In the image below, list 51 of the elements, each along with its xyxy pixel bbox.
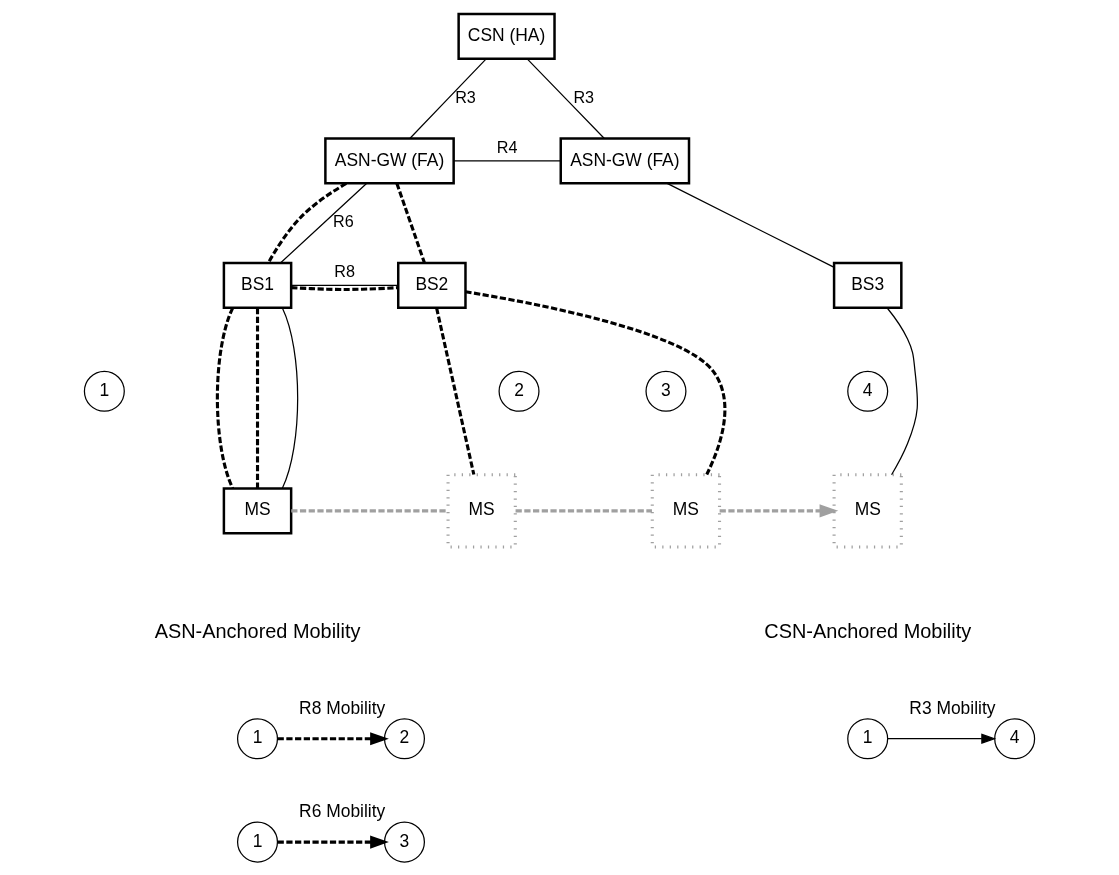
connector [266,181,348,264]
connector [280,182,368,263]
label: ASN-Anchored Mobility [154,619,361,642]
node-label: R6 Mobility [299,800,386,821]
connector [526,57,605,139]
node-box: CSN (HA) [457,12,556,60]
arrow [719,503,839,517]
arrow [277,835,389,849]
node-box: MS [832,472,903,548]
connector [290,284,399,286]
node-circle: 1 [847,717,889,759]
connector [465,289,727,475]
arrow [887,733,997,744]
connector [291,285,399,291]
node-circle: 1 [236,821,279,863]
connector [435,307,476,475]
edge-label: R4 [496,137,518,156]
connector [291,508,448,512]
node-box: ASN-GW (FA) [324,136,455,185]
node-box: BS1 [222,261,293,309]
node-box: MS [446,472,517,548]
edge-label: R3 [573,87,595,106]
node-box: BS3 [832,261,903,309]
connector [281,306,299,489]
label: CSN-Anchored Mobility [764,619,972,642]
connector [255,307,260,488]
node-circle: 1 [236,717,279,759]
node-box: MS [222,486,293,534]
node-box: ASN-GW (FA) [559,136,691,185]
node-label: R8 Mobility [299,697,386,718]
connector [515,508,652,512]
edge-label: R6 [333,211,354,230]
edge-label: R3 [455,87,476,106]
connector [409,57,487,139]
node-circle: 3 [645,370,687,412]
arrow [277,731,389,745]
connector [453,159,562,162]
node-box: BS2 [397,261,467,309]
node-box: MS [650,472,722,548]
connector [886,307,919,475]
node-circle: 1 [83,370,125,412]
node-circle: 3 [383,821,425,863]
connector [215,307,235,489]
edge-label: R8 [334,261,356,280]
connector [666,182,835,268]
node-circle: 2 [383,717,425,759]
connector [395,182,426,263]
node-circle: 2 [498,370,540,412]
node-circle: 4 [994,717,1036,759]
node-label: R3 Mobility [909,697,996,718]
node-circle: 4 [847,370,889,412]
